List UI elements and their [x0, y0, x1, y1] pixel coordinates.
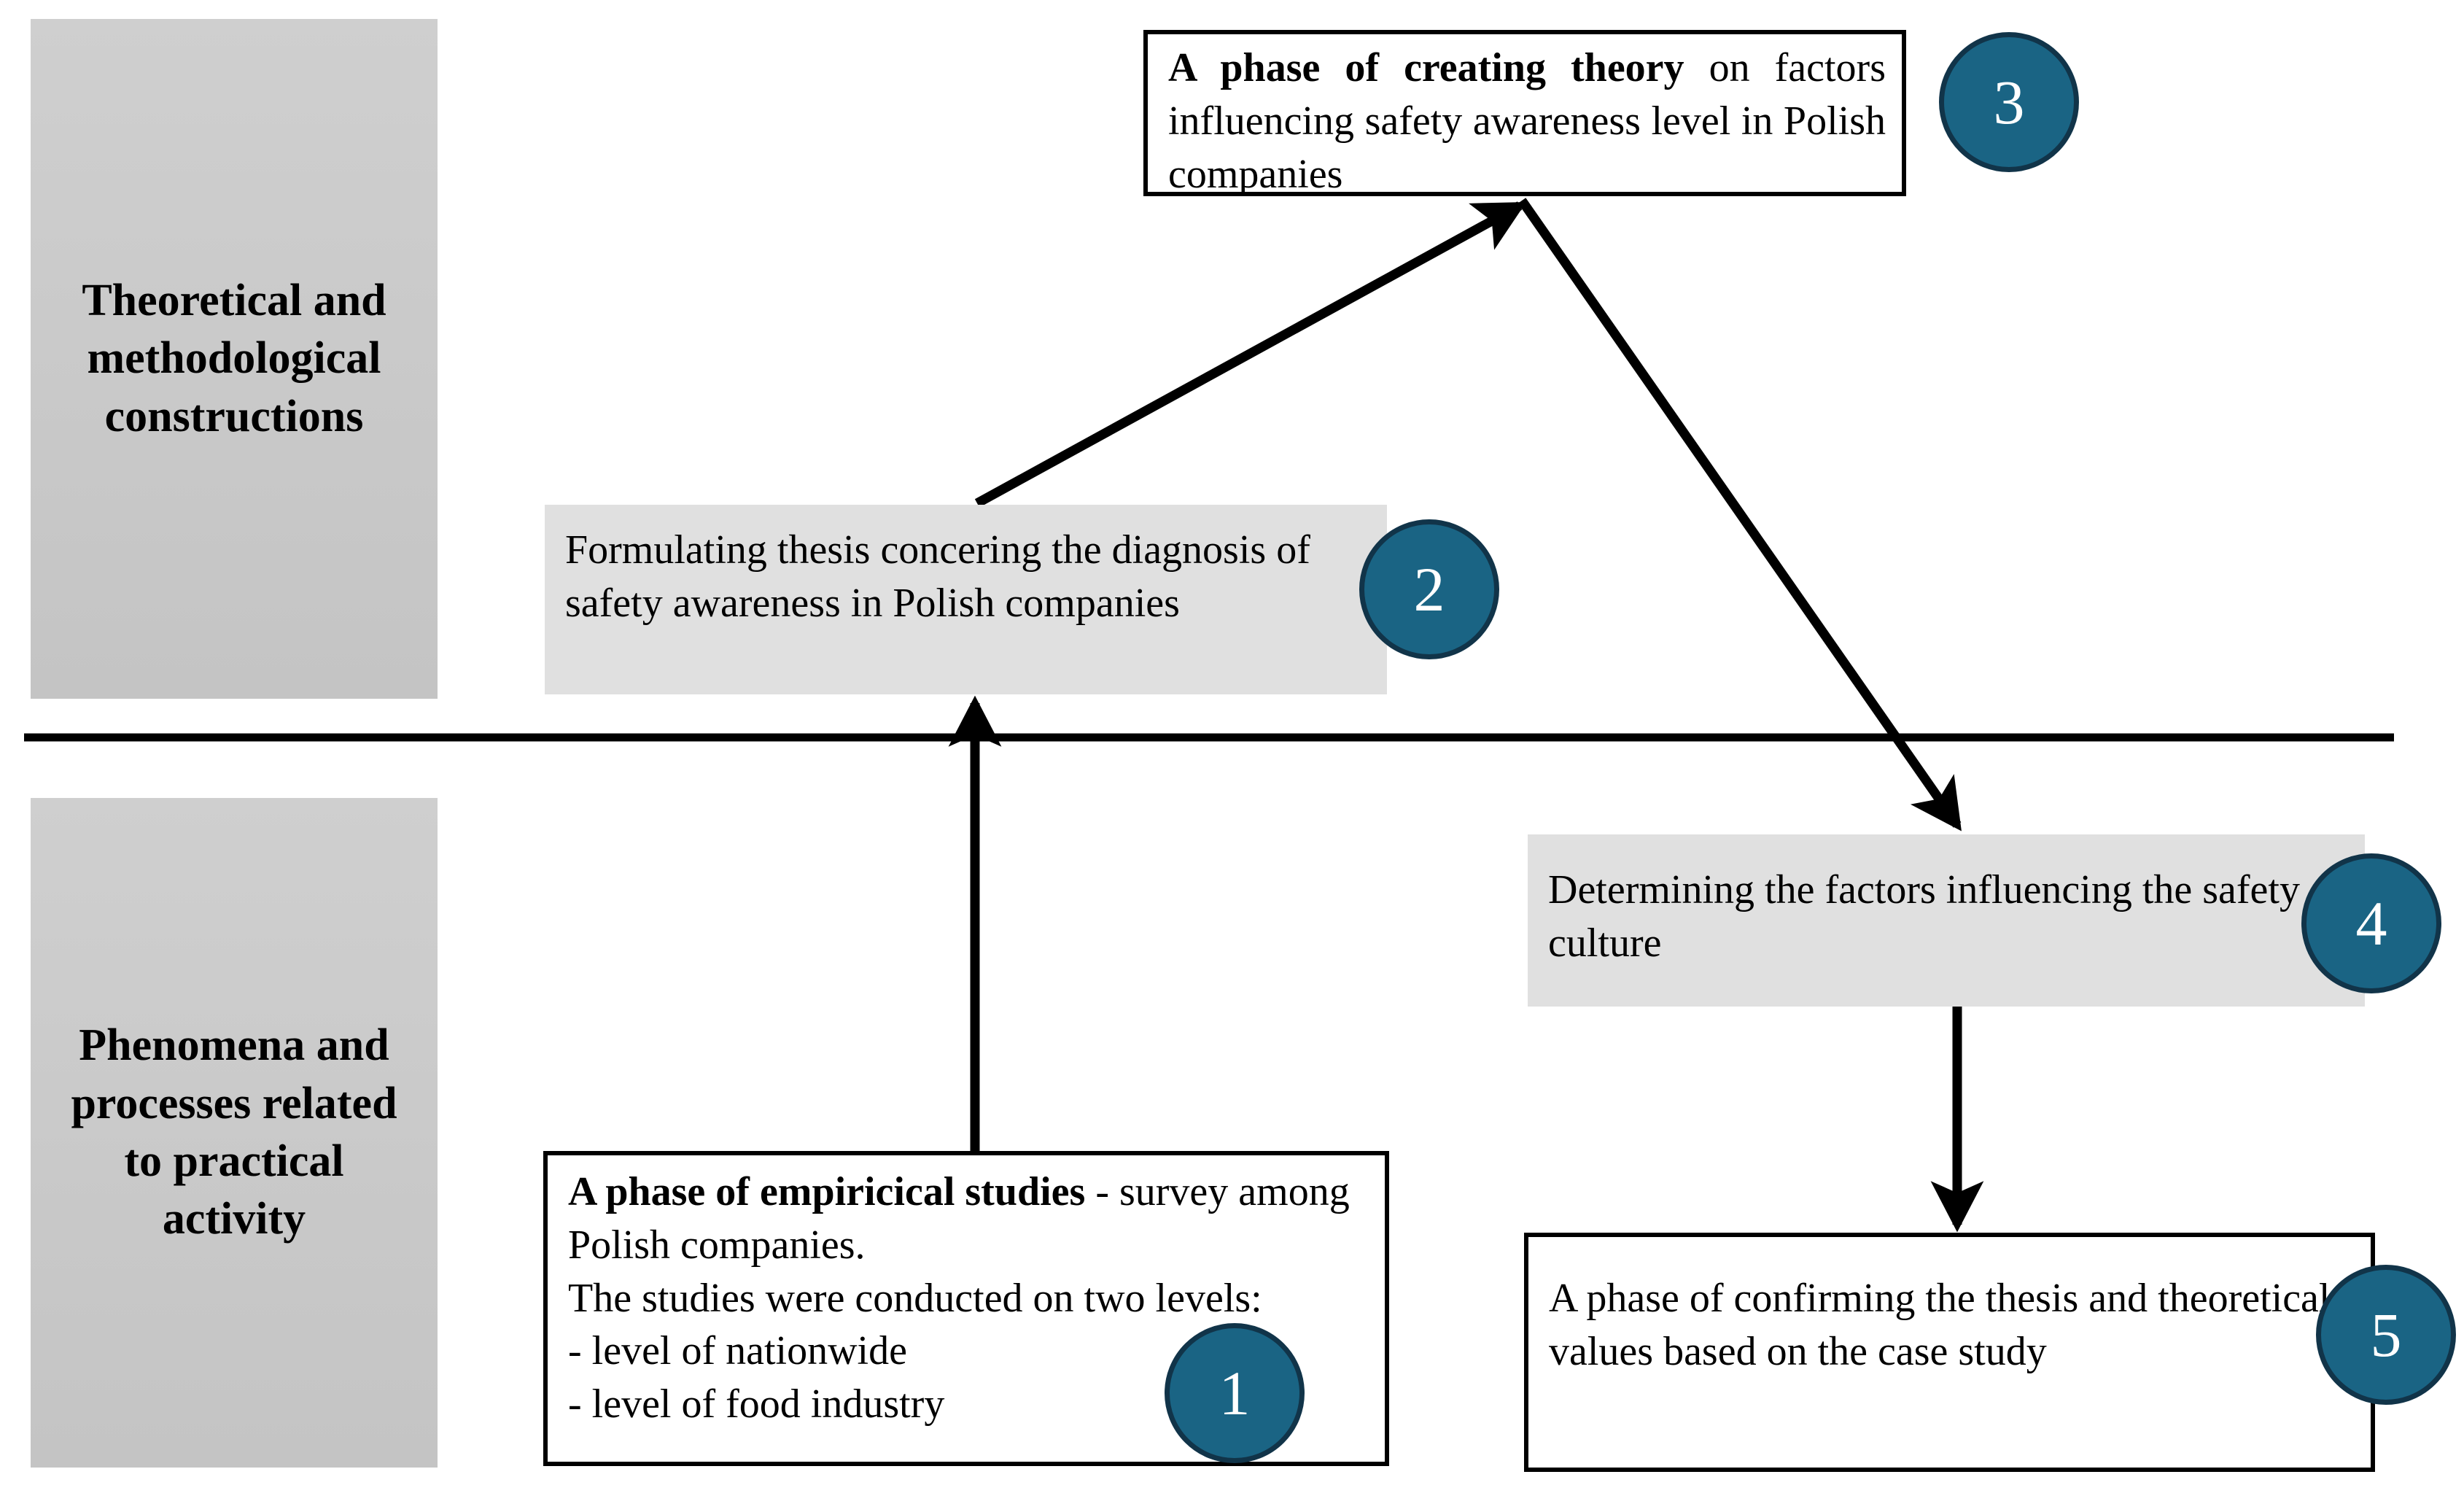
badge-5-number: 5 — [2370, 1300, 2402, 1370]
node-determining-factors[interactable]: Determining the factors influencing the … — [1528, 834, 2365, 1007]
arrow-node3-to-node4 — [1517, 198, 1962, 832]
node-5-rest: A phase of confirming the thesis and the… — [1549, 1276, 2331, 1374]
node-4-text: Determining the factors influencing the … — [1528, 834, 2365, 970]
node-phase-empirical-studies[interactable]: A phase of empiricical studies - survey … — [543, 1151, 1389, 1466]
side-label-phenomena: Phenomena and processes related to pract… — [31, 798, 438, 1468]
node-5-text: A phase of confirming the thesis and the… — [1528, 1237, 2371, 1379]
node-phase-confirming-thesis[interactable]: A phase of confirming the thesis and the… — [1524, 1233, 2375, 1472]
badge-1-number: 1 — [1219, 1358, 1251, 1428]
node-4-rest: Determining the factors influencing the … — [1548, 867, 2300, 966]
badge-3[interactable]: 3 — [1939, 32, 2079, 172]
badge-4-number: 4 — [2355, 888, 2387, 958]
node-1-rest: - survey among Polish companies. — [568, 1169, 1350, 1268]
node-3-text: A phase of creating theory on factors in… — [1148, 34, 1902, 201]
side-label-theoretical-text: Theoretical and methodological construct… — [82, 275, 386, 441]
badge-5[interactable]: 5 — [2316, 1265, 2456, 1405]
node-1-text: A phase of empiricical studies - survey … — [548, 1155, 1385, 1431]
side-label-theoretical: Theoretical and methodological construct… — [31, 19, 438, 699]
arrow-node2-to-node3 — [974, 201, 1527, 508]
node-1-lead: A phase of empiricical studies — [568, 1169, 1086, 1214]
node-3-rest: on factors influencing safety awareness … — [1168, 45, 1886, 197]
badge-3-number: 3 — [1993, 67, 2025, 137]
side-label-phenomena-text: Phenomena and processes related to pract… — [71, 1020, 397, 1244]
badge-2[interactable]: 2 — [1359, 519, 1499, 659]
badge-4[interactable]: 4 — [2301, 853, 2441, 993]
badge-1[interactable]: 1 — [1165, 1323, 1305, 1463]
node-1-line-3: - level of food industry — [568, 1381, 945, 1427]
node-formulating-thesis[interactable]: Formulating thesis concering the diagnos… — [545, 505, 1387, 694]
node-2-text: Formulating thesis concering the diagnos… — [545, 505, 1387, 630]
node-2-rest: Formulating thesis concering the diagnos… — [565, 527, 1310, 626]
node-1-line-1: The studies were conducted on two levels… — [568, 1275, 1262, 1321]
badge-2-number: 2 — [1413, 554, 1445, 624]
node-phase-creating-theory[interactable]: A phase of creating theory on factors in… — [1143, 30, 1906, 197]
node-3-lead: A phase of creating theory — [1168, 45, 1684, 90]
node-1-line-2: - level of nationwide — [568, 1328, 907, 1374]
